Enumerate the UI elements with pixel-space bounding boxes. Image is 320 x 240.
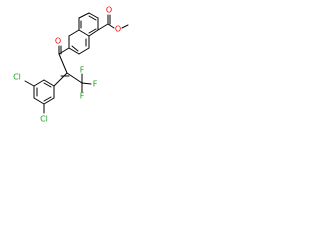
bond: [78, 12, 90, 19]
atom-ester-carbonyl-o: O: [106, 6, 112, 15]
naphthalene-ring-lower: [68, 29, 90, 55]
bond-double: [71, 45, 79, 52]
bond: [33, 97, 45, 105]
bond: [121, 24, 129, 29]
bond: [81, 82, 92, 85]
naphthalene-ring-upper: [78, 12, 99, 37]
atom-ester-ether-o: O: [115, 25, 121, 34]
bond-double: [88, 28, 97, 34]
atom-f-right: F: [93, 80, 98, 89]
bond: [43, 97, 55, 105]
bond: [107, 23, 115, 29]
bond-double: [88, 15, 97, 21]
atom-f-bottom: F: [80, 92, 85, 101]
bond-double: [43, 82, 52, 88]
atom-cl-bottom: Cl: [40, 115, 48, 124]
enone-linker: O: [53, 37, 70, 87]
trifluoromethyl-group: F F F: [66, 66, 98, 101]
bond-double: [43, 96, 52, 102]
bond: [78, 47, 90, 55]
bond: [97, 23, 109, 31]
dichlorophenyl-ring: Cl Cl: [13, 73, 55, 124]
bond: [33, 79, 45, 87]
bond: [78, 29, 90, 37]
bond: [68, 29, 80, 37]
bond: [43, 79, 55, 87]
bond: [66, 72, 83, 84]
bond: [24, 80, 35, 87]
atom-f-top: F: [80, 66, 85, 75]
bond: [58, 53, 68, 74]
chemical-structure: O O O F F F Cl Cl: [13, 6, 129, 124]
bond: [53, 72, 68, 87]
bond: [88, 29, 99, 37]
methyl-ester-group: O O: [97, 6, 129, 34]
atom-ketone-o: O: [55, 37, 61, 46]
bond: [68, 47, 80, 55]
bond: [88, 12, 99, 19]
atom-cl-top: Cl: [13, 73, 21, 82]
